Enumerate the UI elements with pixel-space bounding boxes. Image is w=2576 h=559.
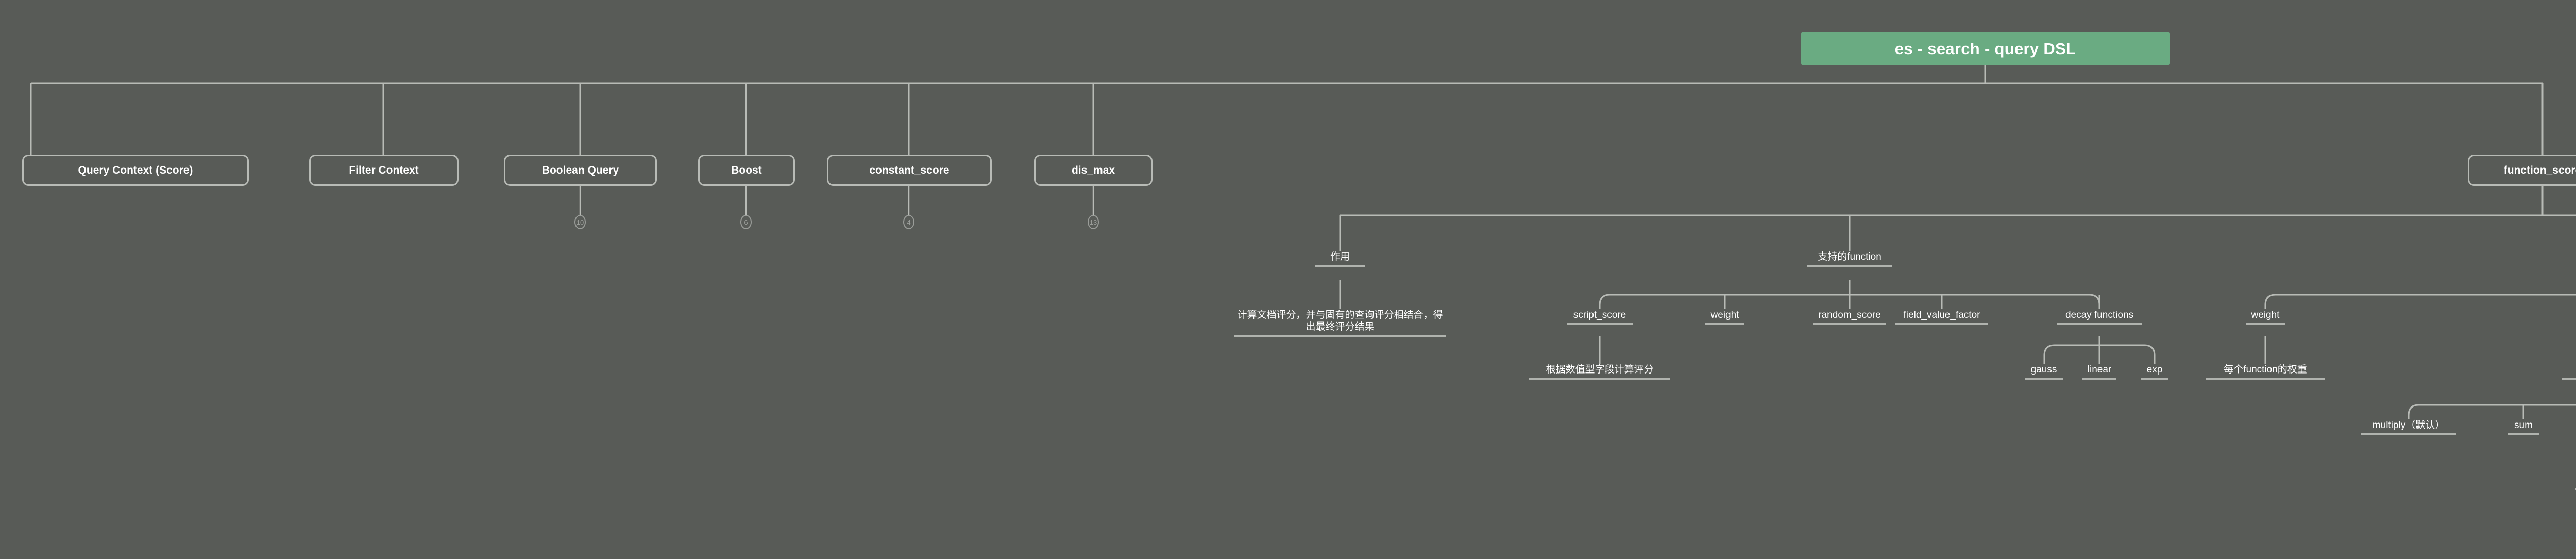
node-label: dis_max bbox=[1071, 164, 1115, 176]
config-weight-description[interactable]: 每个function的权重 bbox=[2206, 364, 2325, 380]
underline bbox=[1813, 323, 1886, 326]
node-label: script_score bbox=[1573, 310, 1626, 320]
root-label: es - search - query DSL bbox=[1894, 39, 2076, 58]
underline bbox=[2141, 378, 2168, 380]
underline bbox=[1234, 335, 1446, 337]
description-text: 计算文档评分，并与固有的查询评分相结合，得出最终评分结果 bbox=[1237, 310, 1443, 333]
node-label: constant_score bbox=[869, 164, 950, 176]
score-mode-option-sum[interactable]: sum bbox=[2508, 419, 2539, 436]
node-exp[interactable]: exp bbox=[2141, 364, 2168, 380]
node-label: field_value_factor bbox=[1903, 310, 1980, 320]
underline bbox=[1567, 323, 1633, 326]
node-dis-max[interactable]: dis_max bbox=[1034, 155, 1153, 186]
node-label: Boost bbox=[731, 164, 762, 176]
collapsed-count-badge-constant-score[interactable]: 4 bbox=[903, 215, 914, 229]
node-linear[interactable]: linear bbox=[2082, 364, 2116, 380]
node-function-score[interactable]: function_score bbox=[2468, 155, 2576, 186]
badge-count: 4 bbox=[907, 218, 911, 226]
underline bbox=[1895, 323, 1988, 326]
node-label: decay functions bbox=[2065, 310, 2134, 320]
underline bbox=[1705, 323, 1744, 326]
node-script-score[interactable]: script_score bbox=[1567, 309, 1633, 326]
underline bbox=[2508, 433, 2539, 436]
badge-count: 10 bbox=[576, 218, 584, 226]
underline bbox=[2575, 488, 2576, 490]
underline bbox=[2206, 378, 2325, 380]
node-boolean-query[interactable]: Boolean Query bbox=[504, 155, 657, 186]
node-query-context[interactable]: Query Context (Score) bbox=[22, 155, 249, 186]
node-label: Query Context (Score) bbox=[78, 164, 193, 176]
collapsed-count-badge-boost[interactable]: 6 bbox=[740, 215, 752, 229]
badge-count: 6 bbox=[744, 218, 748, 226]
description-text: 每个function的权重 bbox=[2224, 364, 2307, 375]
node-label: random_score bbox=[1818, 310, 1881, 320]
node-label: function_score bbox=[2503, 164, 2576, 176]
root-node[interactable]: es - search - query DSL bbox=[1801, 32, 2170, 65]
underline bbox=[1529, 378, 1670, 380]
node-field-value-factor[interactable]: field_value_factor bbox=[1895, 309, 1988, 326]
group-supported-function[interactable]: 支持的function bbox=[1807, 251, 1892, 267]
collapsed-count-badge-dis-max[interactable]: 13 bbox=[1088, 215, 1099, 229]
node-config-weight[interactable]: weight bbox=[2246, 309, 2285, 326]
underline bbox=[2361, 433, 2456, 436]
underline bbox=[2082, 378, 2116, 380]
node-constant-score[interactable]: constant_score bbox=[827, 155, 992, 186]
node-label: gauss bbox=[2030, 364, 2057, 375]
underline bbox=[2562, 378, 2576, 380]
script-score-description[interactable]: 根据数值型字段计算评分 bbox=[1529, 364, 1670, 380]
node-label: linear bbox=[2087, 364, 2112, 375]
node-weight-function[interactable]: weight bbox=[1705, 309, 1744, 326]
score-mode-description[interactable]: function所计算的评分之间的结合方式 bbox=[2562, 364, 2576, 380]
node-boost[interactable]: Boost bbox=[698, 155, 795, 186]
node-label: Boolean Query bbox=[541, 164, 619, 176]
node-random-score[interactable]: random_score bbox=[1813, 309, 1886, 326]
underline bbox=[1315, 265, 1365, 267]
score-mode-option-multiply[interactable]: multiply（默认） bbox=[2361, 419, 2456, 436]
node-gauss[interactable]: gauss bbox=[2025, 364, 2063, 380]
badge-count: 13 bbox=[1089, 218, 1097, 226]
underline bbox=[1807, 265, 1892, 267]
node-label: weight bbox=[1710, 310, 1739, 320]
underline bbox=[2025, 378, 2063, 380]
zuoyong-description[interactable]: 计算文档评分，并与固有的查询评分相结合，得出最终评分结果 bbox=[1234, 309, 1446, 337]
node-decay-functions[interactable]: decay functions bbox=[2057, 309, 2142, 326]
group-label: 作用 bbox=[1330, 251, 1350, 262]
node-label: multiply（默认） bbox=[2372, 420, 2445, 431]
node-filter-context[interactable]: Filter Context bbox=[309, 155, 459, 186]
node-label: sum bbox=[2514, 420, 2533, 431]
group-zuoyong[interactable]: 作用 bbox=[1315, 251, 1365, 267]
underline bbox=[2246, 323, 2285, 326]
node-label: exp bbox=[2146, 364, 2163, 375]
collapsed-count-badge-boolean-query[interactable]: 10 bbox=[574, 215, 586, 229]
description-text: 根据数值型字段计算评分 bbox=[1546, 364, 1654, 375]
node-label: Filter Context bbox=[349, 164, 419, 176]
underline bbox=[2057, 323, 2142, 326]
group-label: 支持的function bbox=[1818, 251, 1882, 262]
avg-formula[interactable]: (score1 * w1 + score2 * w2) / (w1 + w2) bbox=[2575, 474, 2576, 490]
node-label: weight bbox=[2251, 310, 2280, 320]
